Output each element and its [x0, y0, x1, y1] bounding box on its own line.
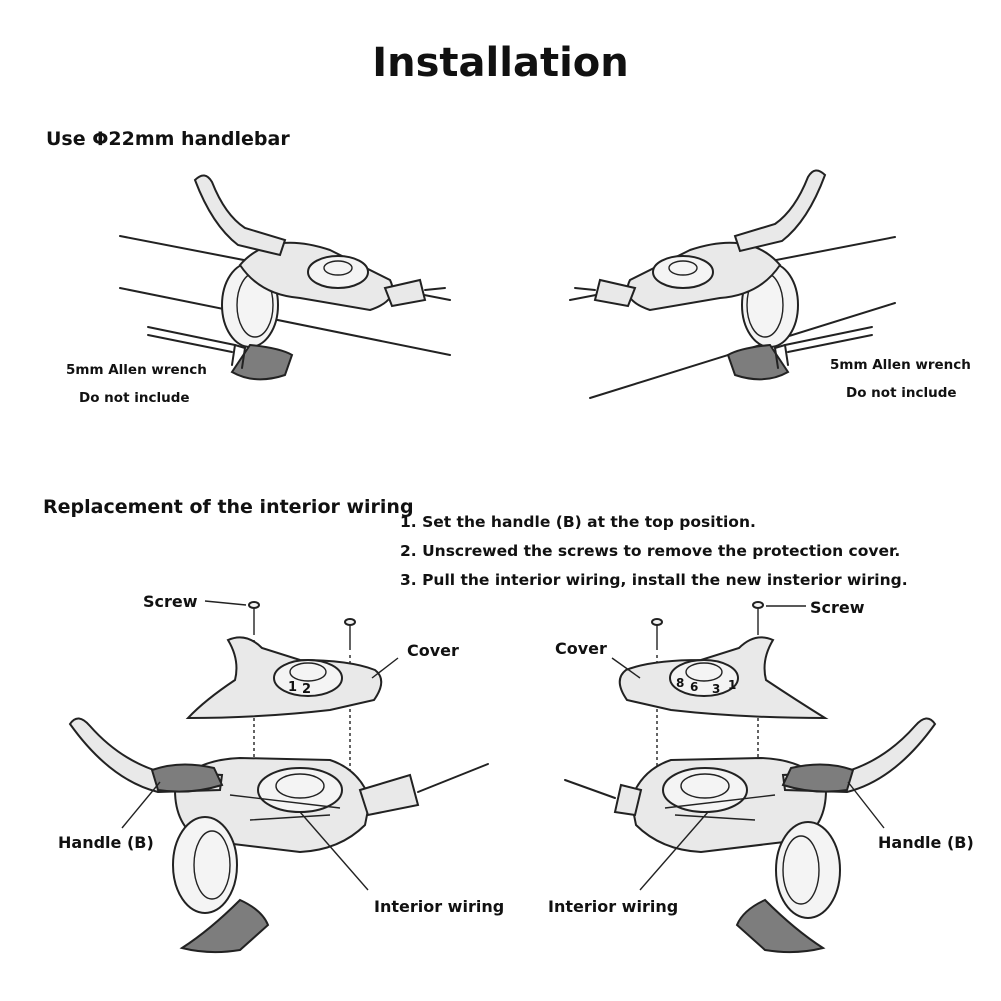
step-1: 1. Set the handle (B) at the top positio… [400, 513, 756, 531]
wiring-heading: Replacement of the interior wiring [43, 496, 414, 518]
right-dial-1: 1 [728, 678, 737, 692]
right-exploded-view [564, 601, 937, 954]
left-handle-label: Handle (B) [58, 833, 154, 852]
screw-icon [651, 618, 663, 650]
left-wrench-note: Do not include [79, 390, 190, 406]
handlebar-heading: Use Φ22mm handlebar [46, 128, 290, 150]
right-dial-6: 6 [690, 680, 699, 694]
page-title: Installation [372, 40, 629, 86]
step-3: 3. Pull the interior wiring, install the… [400, 571, 908, 589]
right-cover-label: Cover [555, 639, 607, 658]
left-exploded-view [68, 600, 489, 954]
left-dial-2: 2 [302, 682, 312, 697]
right-dial-3: 3 [712, 682, 721, 696]
left-wrench-label: 5mm Allen wrench [66, 362, 207, 378]
left-cover-label: Cover [407, 641, 459, 660]
right-dial-8: 8 [676, 676, 685, 690]
left-dial-1: 1 [288, 680, 298, 695]
screw-icon [344, 618, 356, 650]
step-2: 2. Unscrewed the screws to remove the pr… [400, 542, 901, 560]
screw-icon [752, 601, 764, 635]
right-screw-label: Screw [810, 598, 865, 617]
right-handle-label: Handle (B) [878, 833, 974, 852]
right-wrench-note: Do not include [846, 385, 957, 401]
right-wrench-label: 5mm Allen wrench [830, 357, 971, 373]
left-screw-label: Screw [143, 592, 198, 611]
screw-icon [248, 601, 260, 635]
right-wiring-label: Interior wiring [548, 897, 679, 916]
left-wiring-label: Interior wiring [374, 897, 505, 916]
left-shifter-on-handlebar [119, 174, 451, 381]
right-shifter-on-handlebar [569, 169, 896, 399]
